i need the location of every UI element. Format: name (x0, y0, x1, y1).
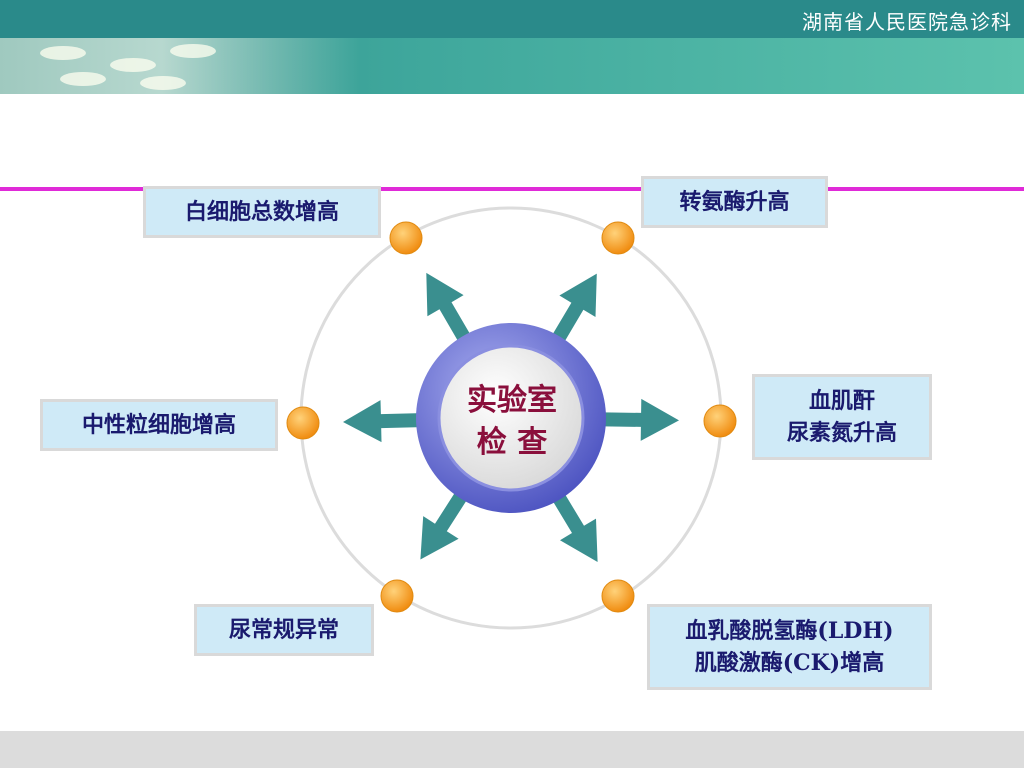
node-dot-2 (286, 406, 320, 440)
arrow-0 (426, 272, 475, 349)
arrow-1 (548, 273, 597, 349)
accent-line (0, 187, 1024, 191)
label-transaminase: 转氨酶升高 (641, 176, 828, 228)
label-wbc: 白细胞总数增高 (143, 186, 381, 238)
arrow-3 (595, 398, 679, 441)
arrow-2 (343, 400, 427, 443)
footer-bar (0, 731, 1024, 768)
banner-light (140, 76, 186, 90)
node-dot-4 (380, 579, 414, 613)
header-bar: 湖南省人民医院急诊科 (0, 0, 1024, 38)
label-ldh-ck: 血乳酸脱氢酶(LDH) 肌酸激酶(CK)增高 (647, 604, 932, 690)
center-inner (437, 344, 585, 492)
label-urine: 尿常规异常 (194, 604, 374, 656)
center-label: 实验室 检 查 (467, 383, 557, 460)
banner-light (170, 44, 216, 58)
header-title: 湖南省人民医院急诊科 (802, 10, 1012, 34)
node-dot-0 (389, 221, 423, 255)
node-dot-3 (703, 404, 737, 438)
arrow-5 (548, 487, 598, 562)
banner-light (110, 58, 156, 72)
node-dot-1 (601, 221, 635, 255)
label-creatinine: 血肌酐 尿素氮升高 (752, 374, 932, 460)
header-banner (0, 38, 1024, 94)
banner-light (60, 72, 106, 86)
arrows (343, 272, 679, 562)
label-neutrophil: 中性粒细胞增高 (40, 399, 278, 451)
banner-photo (0, 38, 360, 94)
node-dot-5 (601, 579, 635, 613)
nodes (286, 221, 737, 613)
arrow-4 (420, 485, 472, 560)
banner-light (40, 46, 86, 60)
